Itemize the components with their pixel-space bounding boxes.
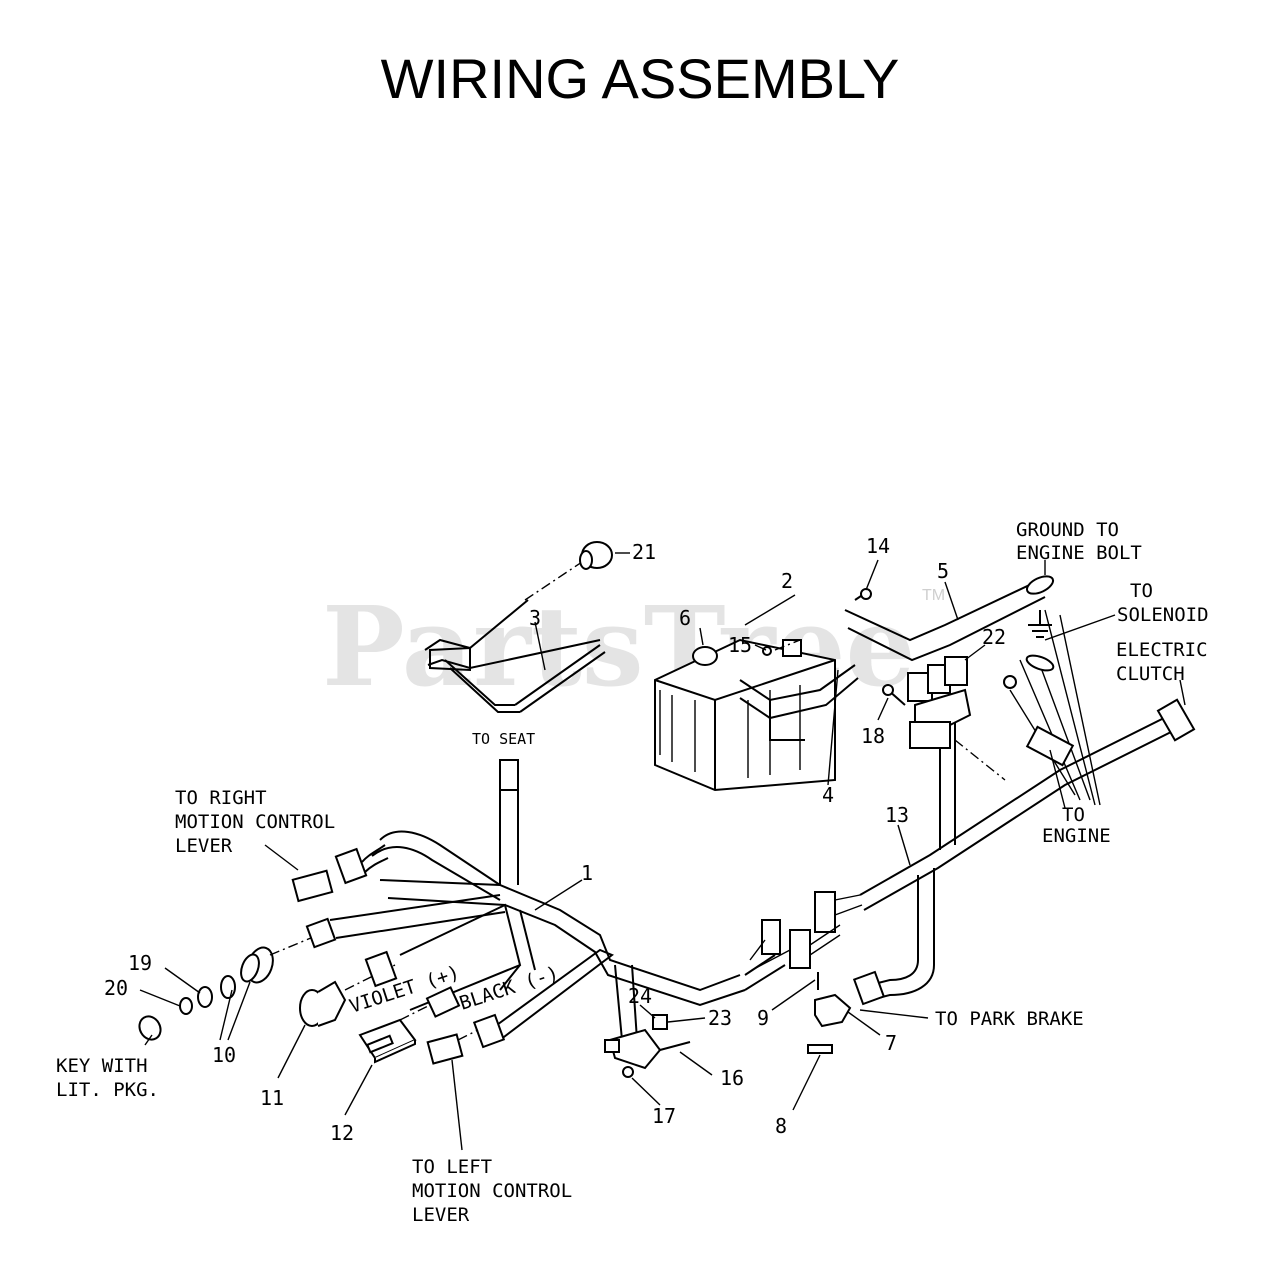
- part-number-1: 1: [581, 861, 593, 885]
- part-number-10: 10: [212, 1043, 236, 1067]
- screw-16: [659, 1041, 691, 1051]
- part-number-24: 24: [628, 984, 652, 1008]
- cable-5-a: [844, 579, 1041, 642]
- nut-19: [197, 986, 213, 1008]
- part-number-7: 7: [885, 1031, 897, 1055]
- part-number-13: 13: [885, 803, 909, 827]
- to-engine-line2: ENGINE: [1042, 825, 1111, 847]
- harness-13: [859, 609, 1196, 999]
- part-number-21: 21: [632, 540, 656, 564]
- to-left-motion-line3: LEVER: [412, 1204, 470, 1226]
- clutch-connector: [1156, 698, 1196, 742]
- hour-meter-11: [299, 950, 398, 1027]
- axis-15: [774, 639, 801, 651]
- ground-to-engine-line2: ENGINE BOLT: [1016, 542, 1142, 564]
- cable-4-b: [739, 677, 859, 720]
- solenoid-ring: [1025, 654, 1055, 672]
- to-seat-label: TO SEAT: [472, 730, 535, 748]
- part-number-14: 14: [866, 534, 890, 558]
- to-left-motion-line1: TO LEFT: [412, 1156, 492, 1178]
- part-number-18: 18: [861, 724, 885, 748]
- connector-13a: [814, 891, 836, 933]
- to-left-motion-line2: MOTION CONTROL: [412, 1180, 572, 1202]
- battery: [654, 638, 836, 792]
- cable-3: [424, 599, 606, 713]
- nut-15: [762, 646, 772, 656]
- part-number-19: 19: [128, 951, 152, 975]
- battery-terminal: [782, 639, 802, 657]
- axis-22: [954, 739, 1006, 781]
- ground-ring: [1025, 575, 1055, 595]
- part-number-3: 3: [529, 606, 541, 630]
- washer-10: [220, 975, 236, 999]
- to-right-motion-line1: TO RIGHT: [175, 787, 267, 809]
- bracket-assembly: [604, 1014, 691, 1078]
- part-number-16: 16: [720, 1066, 744, 1090]
- to-park-brake-label: TO PARK BRAKE: [935, 1008, 1084, 1030]
- part-number-4: 4: [822, 783, 834, 807]
- relay-22: [907, 656, 972, 749]
- park-brake-switch: [807, 970, 886, 1054]
- part-number-2: 2: [781, 569, 793, 593]
- watermark-trademark: TM: [922, 587, 945, 604]
- part-number-9: 9: [757, 1006, 769, 1030]
- left-motion-connector: [426, 1013, 506, 1065]
- plate-8: [807, 1044, 833, 1054]
- ground-to-engine-line1: GROUND TO: [1016, 519, 1119, 541]
- part-number-5: 5: [937, 559, 949, 583]
- key-with-lit-line2: LIT. PKG.: [56, 1079, 159, 1101]
- axis-21: [524, 559, 586, 601]
- electric-clutch-line2: CLUTCH: [1116, 663, 1185, 685]
- electric-clutch-line1: ELECTRIC: [1116, 639, 1208, 661]
- part-number-11: 11: [260, 1086, 284, 1110]
- center-connectors: [749, 891, 863, 971]
- to-solenoid-line2: SOLENOID: [1117, 604, 1209, 626]
- to-engine-line1: TO: [1062, 804, 1085, 826]
- part-number-22: 22: [982, 625, 1006, 649]
- part-number-6: 6: [679, 606, 691, 630]
- seat-connector: [499, 759, 519, 791]
- part-24: [652, 1014, 668, 1030]
- part-number-15: 15: [728, 633, 752, 657]
- part-number-20: 20: [104, 976, 128, 1000]
- to-solenoid-line1: TO: [1130, 580, 1153, 602]
- part-number-23: 23: [708, 1006, 732, 1030]
- key-with-lit-line1: KEY WITH: [56, 1055, 148, 1077]
- key-switch: [138, 917, 337, 1041]
- part-numbers: 1 2 3 4 5 6 7 8 9 10 11 12 13 14 15 16 1…: [104, 534, 1006, 1145]
- nut-17: [622, 1066, 634, 1078]
- engine-connector: [1025, 725, 1075, 767]
- part-21-face: [579, 550, 593, 570]
- bezel-20: [179, 997, 193, 1015]
- battery-terminal-cover-6: [692, 646, 718, 666]
- to-right-motion-line3: LEVER: [175, 835, 233, 857]
- cable-4-c: [769, 700, 805, 741]
- part-number-12: 12: [330, 1121, 354, 1145]
- key-icon: [138, 1015, 162, 1041]
- connector-13b: [789, 929, 811, 969]
- page-title: WIRING ASSEMBLY: [380, 47, 900, 110]
- cable-5-b: [847, 596, 1046, 662]
- to-right-motion-line2: MOTION CONTROL: [175, 811, 335, 833]
- part-number-8: 8: [775, 1114, 787, 1138]
- right-motion-connector: [291, 844, 389, 903]
- part-number-17: 17: [652, 1104, 676, 1128]
- connector-1a: [761, 919, 781, 955]
- solenoid-terminal: [1003, 675, 1017, 689]
- leader-lines: [139, 552, 1186, 1151]
- part-12: [358, 986, 461, 1064]
- main-harness: [329, 759, 786, 1041]
